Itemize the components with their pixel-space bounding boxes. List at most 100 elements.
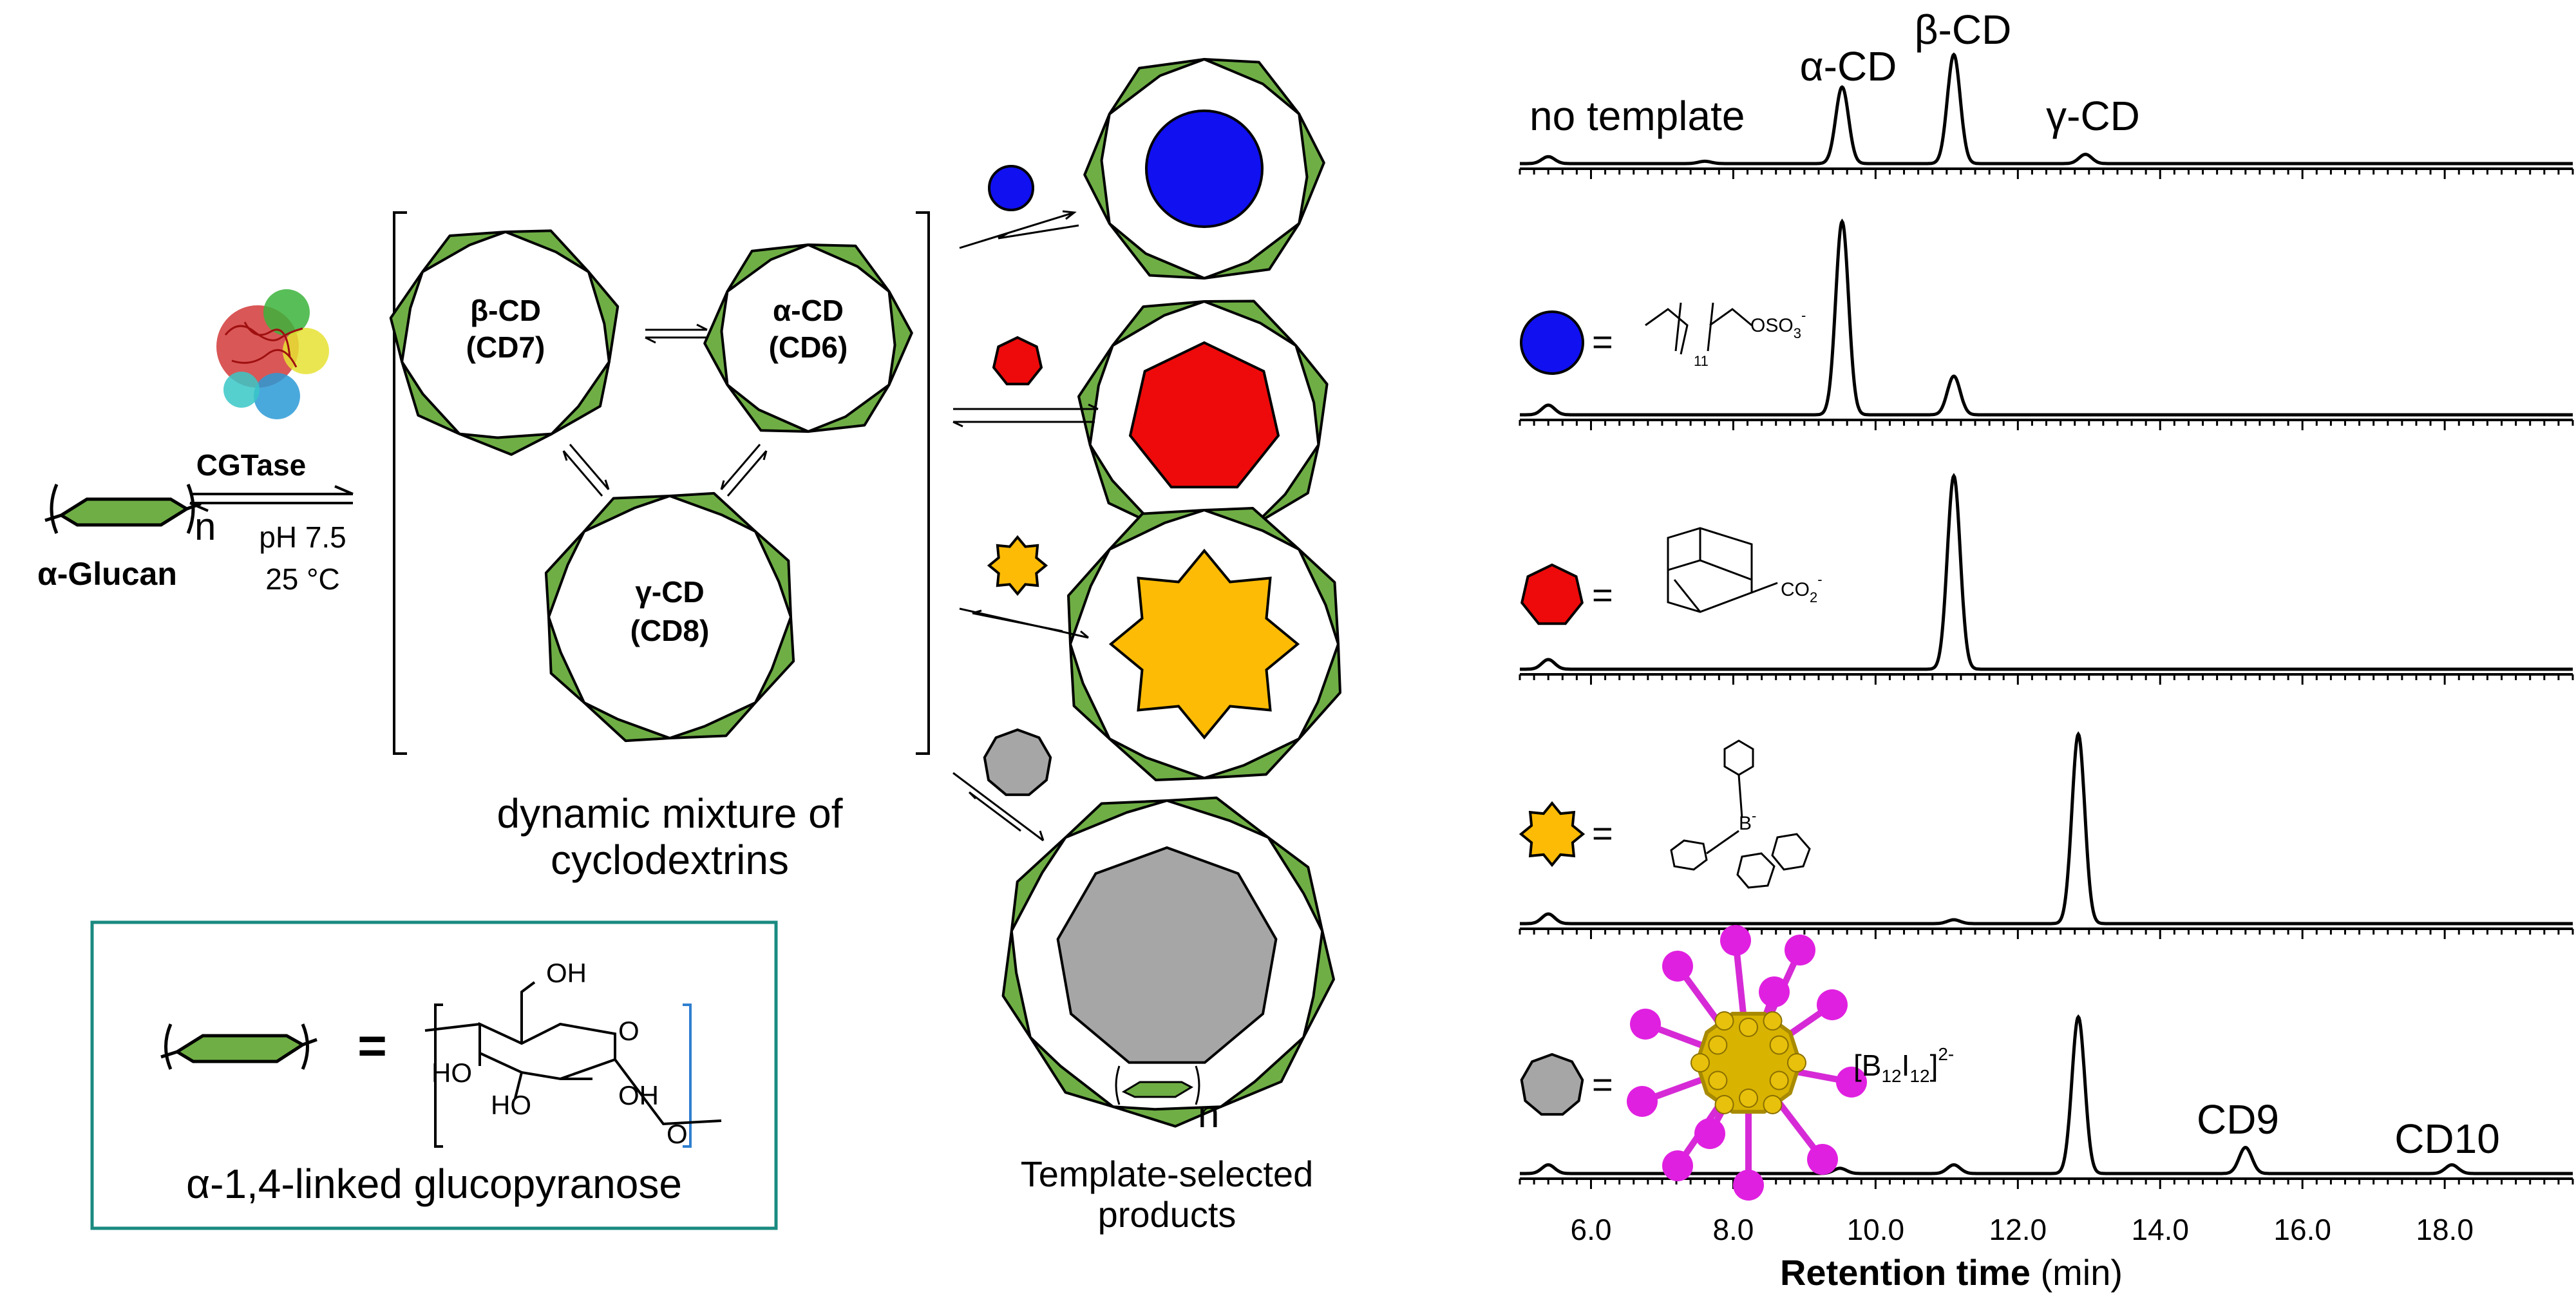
products-caption-line2: products bbox=[1098, 1194, 1236, 1235]
beta-cd-glucose-unit bbox=[421, 231, 507, 274]
boron-atom bbox=[1763, 1011, 1783, 1031]
x-axis-label-bold: Retention time bbox=[1780, 1252, 2031, 1293]
glucopyranose-structure bbox=[424, 981, 722, 1148]
iodine-atom bbox=[1807, 1144, 1838, 1175]
glucan-reactant: n α-Glucan bbox=[37, 484, 216, 592]
x-tick-label: 8.0 bbox=[1712, 1213, 1754, 1246]
peak-label-beta-cd: β-CD bbox=[1915, 6, 2012, 53]
key-template-star bbox=[1519, 801, 1586, 868]
borate-label: B- bbox=[1739, 808, 1756, 834]
product-arrows bbox=[952, 210, 1099, 842]
sulfate-main: OSO3- bbox=[1750, 307, 1806, 341]
chromatogram-trace-3 bbox=[1520, 731, 2573, 926]
struct-ring-oxygen: O bbox=[618, 1016, 639, 1046]
template-circle-small bbox=[988, 165, 1034, 211]
product-bracket-n bbox=[1115, 1065, 1200, 1105]
legend-box bbox=[90, 920, 778, 1230]
iodine-atom bbox=[1630, 1009, 1661, 1040]
chromatogram-trace-0 bbox=[1520, 52, 2573, 166]
mixture-caption-line2: cyclodextrins bbox=[551, 837, 789, 883]
condition-ph: pH 7.5 bbox=[259, 520, 346, 554]
struct-ho-bottom: HO bbox=[491, 1090, 531, 1120]
dodecyl-sulfate-structure bbox=[1645, 302, 1752, 355]
legend-caption: α-1,4-linked glucopyranose bbox=[186, 1161, 682, 1207]
x-tick-label: 6.0 bbox=[1570, 1213, 1611, 1246]
template-nonagon-small bbox=[983, 728, 1052, 796]
beta-cd-glucose-unit bbox=[458, 432, 553, 456]
complex-star-guest bbox=[1108, 548, 1300, 740]
b12i12-formula: [B12I12]2- bbox=[1853, 1044, 1954, 1086]
struct-oh-right: OH bbox=[618, 1080, 659, 1110]
tetraphenylborate-structure bbox=[1670, 739, 1811, 889]
b12i12-cluster-image bbox=[1627, 925, 1867, 1201]
boron-atom bbox=[1769, 1070, 1789, 1090]
key-equals: = bbox=[1592, 321, 1613, 362]
x-tick-label: 16.0 bbox=[2273, 1213, 2331, 1246]
legend-equals: = bbox=[357, 1017, 387, 1074]
beta-cd-name: β-CD bbox=[470, 294, 541, 327]
chromatogram-trace-1 bbox=[1520, 218, 2573, 417]
x-axis-unit: (min) bbox=[2040, 1252, 2123, 1293]
key-equals: = bbox=[1592, 575, 1613, 615]
key-template-circle bbox=[1520, 310, 1584, 375]
enzyme-label: CGTase bbox=[196, 448, 306, 482]
template-products bbox=[983, 55, 1342, 1128]
struct-ho-left: HO bbox=[431, 1058, 472, 1088]
mixture-caption-line1: dynamic mixture of bbox=[497, 790, 842, 837]
peak-label-cd9: CD9 bbox=[2197, 1096, 2279, 1143]
ring-equilibrium-arrows bbox=[562, 323, 768, 497]
complex-circle-ring-glucose-unit bbox=[1108, 58, 1206, 115]
x-tick-label: 10.0 bbox=[1847, 1213, 1905, 1246]
beta-cd-fill bbox=[395, 228, 616, 448]
key-equals: = bbox=[1592, 813, 1613, 853]
complex-star-ring-glucose-unit bbox=[1108, 509, 1206, 551]
key-equals: = bbox=[1592, 1064, 1613, 1105]
complex-nonagon-guest bbox=[1056, 846, 1278, 1064]
alpha-cd-glucose-unit bbox=[726, 243, 810, 293]
struct-oh-top: OH bbox=[546, 958, 587, 988]
iodine-atom bbox=[1662, 951, 1693, 982]
complex-heptagon-guest bbox=[1128, 341, 1280, 489]
legend-glucose-icon bbox=[174, 1034, 306, 1063]
gamma-cd-ring bbox=[544, 491, 795, 743]
beta-cd-code: (CD7) bbox=[466, 330, 545, 364]
reactant-label: α-Glucan bbox=[37, 556, 177, 592]
boron-atom bbox=[1690, 1053, 1710, 1072]
iodine-atom bbox=[1836, 1067, 1867, 1098]
peak-label-gamma-cd: γ-CD bbox=[2046, 93, 2140, 139]
iodine-atom bbox=[1785, 935, 1815, 965]
key-template-heptagon bbox=[1520, 563, 1584, 625]
complex-nonagon-ring-glucose-unit bbox=[1064, 799, 1168, 839]
alpha-cd-name: α-CD bbox=[773, 294, 844, 327]
boron-atom bbox=[1769, 1035, 1789, 1055]
adamantane-acid-main: CO2- bbox=[1781, 571, 1823, 605]
iodine-atom bbox=[1694, 1118, 1725, 1149]
x-axis-label: Retention time (min) bbox=[1780, 1252, 2123, 1293]
template-heptagon-small bbox=[992, 336, 1043, 386]
alpha-cd-ring bbox=[703, 241, 913, 435]
chromatogram-trace-2 bbox=[1520, 473, 2573, 671]
gamma-cd-glucose-unit bbox=[583, 495, 671, 533]
x-tick-label: 18.0 bbox=[2416, 1213, 2474, 1246]
struct-glycosidic-oxygen: O bbox=[667, 1119, 688, 1149]
peak-label-cd10: CD10 bbox=[2394, 1116, 2500, 1162]
boron-atom bbox=[1763, 1094, 1783, 1114]
iodine-atom bbox=[1759, 976, 1790, 1007]
gamma-cd-code: (CD8) bbox=[630, 614, 710, 647]
gamma-cd-name: γ-CD bbox=[635, 575, 704, 609]
template-star-small bbox=[987, 535, 1048, 596]
boron-atom bbox=[1739, 1018, 1758, 1037]
mixture-bracket bbox=[393, 211, 930, 755]
x-tick-label: 14.0 bbox=[2131, 1213, 2189, 1246]
gamma-cd-fill bbox=[545, 492, 795, 742]
boron-atom bbox=[1714, 1094, 1734, 1114]
glucose-unit-icon bbox=[58, 497, 190, 527]
product-subscript-n: n bbox=[1198, 1092, 1219, 1136]
peak-label-alpha-cd: α-CD bbox=[1800, 43, 1897, 90]
cgtase-enzyme-icon bbox=[216, 289, 329, 419]
complex-heptagon-ring-glucose-unit bbox=[1111, 300, 1206, 347]
chromatogram-trace-4 bbox=[1520, 1014, 2573, 1175]
adamantane-structure bbox=[1667, 527, 1778, 613]
